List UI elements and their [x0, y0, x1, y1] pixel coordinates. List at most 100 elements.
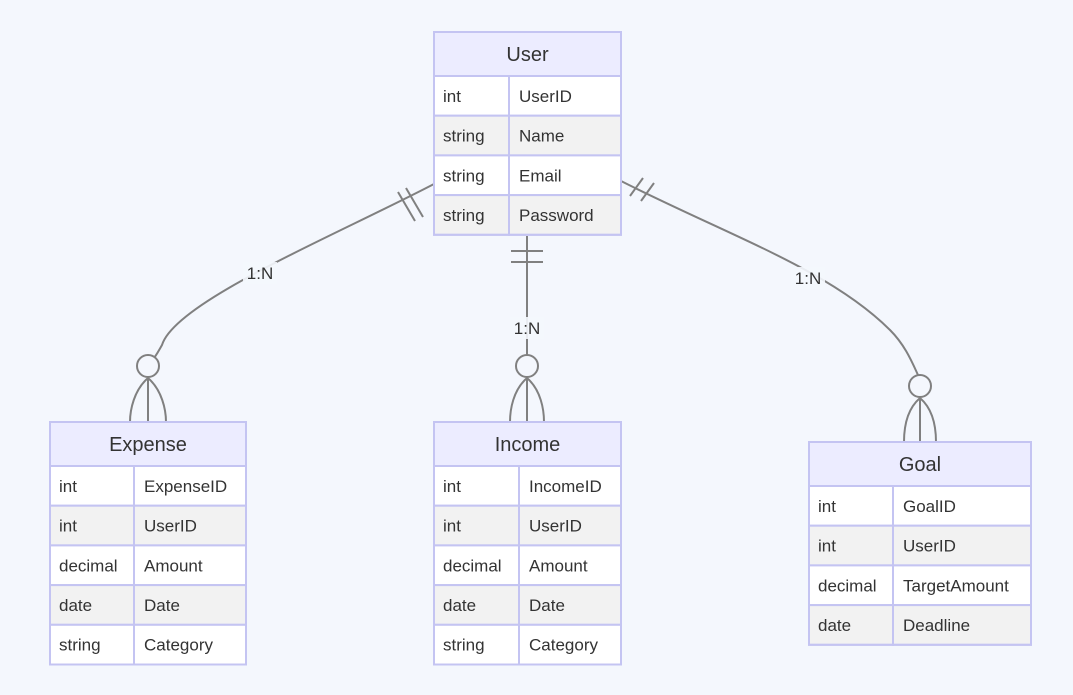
attribute-name: Amount	[529, 556, 588, 575]
entity-border	[433, 421, 622, 666]
relationship-label-bg	[791, 267, 825, 289]
attribute-type: decimal	[818, 576, 877, 595]
relationship-label-bg	[510, 317, 544, 339]
entity-header	[49, 421, 247, 467]
attribute-type: string	[443, 127, 485, 146]
attribute-name: GoalID	[903, 497, 956, 516]
exactly-one-marker	[397, 191, 416, 222]
exactly-one-marker	[640, 182, 655, 202]
attribute-type: int	[443, 517, 461, 536]
attribute-type: int	[443, 87, 461, 106]
attribute-type: int	[59, 517, 77, 536]
attribute-name: ExpenseID	[144, 477, 227, 496]
relationship-user-income: 1:N	[509, 236, 545, 423]
attribute-row: int UserID	[808, 524, 1032, 567]
attribute-name-cell	[508, 75, 622, 117]
attribute-row: date Date	[433, 584, 622, 626]
relationship-label-bg	[243, 262, 277, 284]
attribute-row: int GoalID	[808, 485, 1032, 527]
relationship-line	[149, 183, 435, 364]
attribute-type: string	[443, 166, 485, 185]
attribute-name: UserID	[519, 87, 572, 106]
crows-foot-marker	[129, 377, 167, 423]
zero-or-many-circle	[515, 354, 539, 378]
attribute-name: IncomeID	[529, 477, 602, 496]
attribute-name: Amount	[144, 556, 203, 575]
attribute-row: date Deadline	[808, 604, 1032, 646]
entity-title: User	[506, 44, 549, 66]
relationship-user-expense: 1:N	[129, 183, 435, 423]
attribute-name: Deadline	[903, 616, 970, 635]
attribute-type-cell	[433, 154, 510, 197]
attribute-type: decimal	[443, 556, 502, 575]
entity-title: Expense	[109, 434, 187, 456]
entity-border	[49, 421, 247, 666]
attribute-name-cell	[508, 194, 622, 236]
relationship-label: 1:N	[514, 319, 540, 338]
relationship-user-goal: 1:N	[620, 177, 937, 443]
attribute-type: decimal	[59, 556, 118, 575]
attribute-type-cell	[433, 544, 520, 587]
attribute-type: int	[59, 477, 77, 496]
entity-border	[808, 441, 1032, 646]
attribute-name: Password	[519, 206, 594, 225]
attribute-name-cell	[133, 584, 247, 626]
attribute-name: Category	[529, 636, 598, 655]
attribute-row: int UserID	[433, 75, 622, 117]
attribute-name: Email	[519, 166, 562, 185]
attribute-type: date	[818, 616, 851, 635]
attribute-name: TargetAmount	[903, 576, 1009, 595]
attribute-type: int	[818, 537, 836, 556]
attribute-type-cell	[49, 465, 135, 507]
attribute-name-cell	[133, 623, 247, 666]
attribute-type: int	[818, 497, 836, 516]
relationship-layer: 1:N 1:N 1:N	[129, 177, 937, 443]
zero-or-many-circle	[136, 354, 160, 378]
attribute-type-cell	[433, 194, 510, 236]
exactly-one-marker	[405, 187, 424, 218]
attribute-name: Date	[144, 596, 180, 615]
attribute-row: int ExpenseID	[49, 465, 247, 507]
attribute-type-cell	[808, 564, 894, 607]
attribute-row: decimal TargetAmount	[808, 564, 1032, 607]
attribute-type-cell	[808, 604, 894, 646]
relationship-label: 1:N	[247, 264, 273, 283]
attribute-name: UserID	[903, 537, 956, 556]
entity-header	[808, 441, 1032, 487]
attribute-row: string Category	[433, 623, 622, 666]
crows-foot-marker	[903, 397, 937, 443]
attribute-type: date	[443, 596, 476, 615]
attribute-row: string Email	[433, 154, 622, 197]
attribute-name: Name	[519, 127, 564, 146]
attribute-name-cell	[133, 544, 247, 587]
attribute-name-cell	[133, 465, 247, 507]
attribute-row: decimal Amount	[433, 544, 622, 587]
attribute-type: string	[443, 206, 485, 225]
zero-or-many-circle	[908, 374, 932, 398]
crows-foot-marker	[509, 377, 545, 423]
attribute-type: date	[59, 596, 92, 615]
attribute-name-cell	[508, 114, 622, 157]
entity-title: Goal	[899, 454, 941, 476]
relationship-label: 1:N	[795, 269, 821, 288]
exactly-one-marker	[629, 177, 644, 197]
attribute-row: string Name	[433, 114, 622, 157]
attribute-name: Date	[529, 596, 565, 615]
attribute-type: string	[443, 636, 485, 655]
attribute-type: string	[59, 636, 101, 655]
attribute-name-cell	[508, 154, 622, 197]
relationship-line	[620, 180, 919, 376]
entity-title: Income	[495, 434, 561, 456]
attribute-row: decimal Amount	[49, 544, 247, 587]
entity-border	[433, 31, 622, 236]
